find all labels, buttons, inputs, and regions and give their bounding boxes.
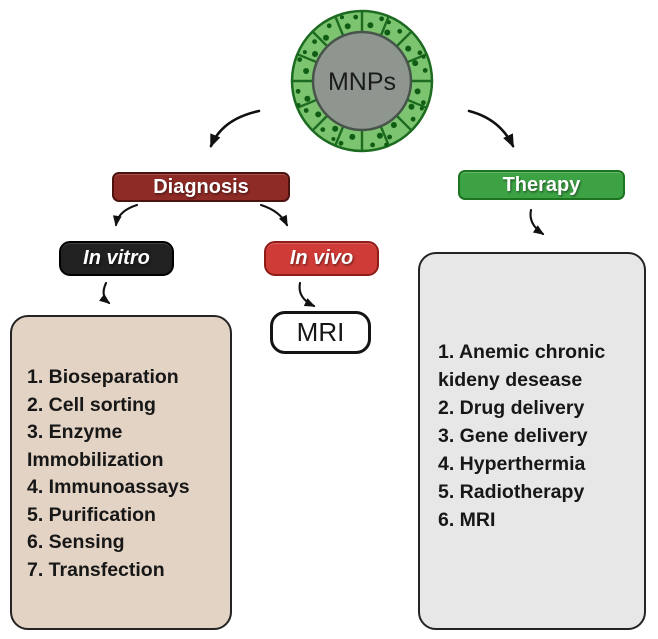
mnps-ring-segments: [292, 11, 432, 151]
arrow-invivo-to-mri: [298, 281, 316, 308]
list-item: 1. Bioseparation: [27, 366, 179, 388]
therapy-applications-panel: 1. Anemic chronic kideny desease 2. Drug …: [418, 252, 646, 630]
mnps-ring-dots: [295, 14, 428, 148]
list-item: 3. Gene delivery: [438, 425, 588, 447]
mnps-particle-icon: MNPs: [290, 9, 434, 153]
mnps-label: MNPs: [328, 68, 396, 96]
in-vitro-label: In vitro: [83, 247, 150, 269]
arrow-diagnosis-to-invitro: [112, 203, 139, 227]
arrow-mnps-to-diagnosis: [209, 109, 261, 148]
diagnosis-label: Diagnosis: [153, 175, 249, 198]
list-item: 3. Enzyme Immobilization: [27, 421, 164, 471]
list-item: 2. Cell sorting: [27, 393, 156, 416]
therapy-label: Therapy: [502, 173, 581, 196]
list-item: 2. Drug delivery: [438, 397, 585, 419]
mnps-core: [311, 30, 413, 132]
therapy-node: Therapy: [458, 170, 625, 200]
list-item: 5. Purification: [27, 503, 156, 526]
in-vitro-node: In vitro: [59, 241, 174, 276]
in-vitro-applications-panel: 1. Bioseparation 2. Cell sorting 3. Enzyme…: [10, 315, 232, 630]
list-item: 1. Anemic chronic kideny desease: [438, 341, 606, 391]
mnps-node: MNPs: [282, 1, 442, 161]
therapy-applications-list: 1. Anemic chronic kideny desease 2. Drug …: [438, 338, 634, 534]
arrow-diagnosis-to-invivo: [259, 203, 289, 227]
arrow-mnps-to-therapy: [467, 109, 515, 148]
list-item: 7. Transfection: [27, 558, 165, 581]
list-item: 6. Sensing: [27, 531, 125, 553]
diagnosis-node: Diagnosis: [112, 172, 290, 202]
mri-node: MRI: [270, 311, 371, 354]
in-vivo-label: In vivo: [289, 247, 354, 269]
in-vivo-node: In vivo: [264, 241, 379, 276]
list-item: 4. Hyperthermia: [438, 453, 586, 475]
arrow-invitro-to-applications: [98, 281, 111, 305]
mri-label: MRI: [296, 317, 345, 347]
list-item: 5. Radiotherapy: [438, 481, 585, 503]
list-item: 4. Immunoassays: [27, 476, 190, 498]
arrow-therapy-to-applications: [529, 208, 545, 236]
in-vitro-applications-list: 1. Bioseparation 2. Cell sorting 3. Enzyme…: [27, 364, 220, 584]
list-item: 6. MRI: [438, 509, 496, 531]
